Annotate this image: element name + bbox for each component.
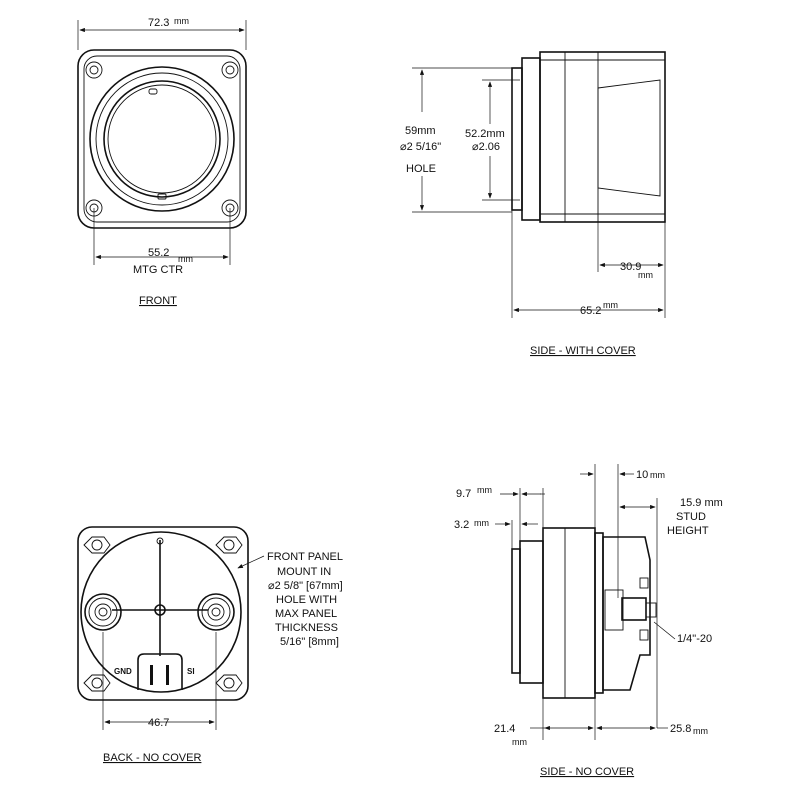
panel-mount-note: FRONT PANEL MOUNT IN ⌀2 5/8" [67mm] HOLE… (267, 551, 343, 648)
svg-text:mm: mm (693, 726, 708, 736)
back-body-circle (80, 531, 242, 693)
back-no-cover-label: BACK - NO COVER (103, 752, 201, 764)
front-bezel (89, 66, 235, 212)
hex-nuts (83, 536, 243, 692)
connector (137, 653, 183, 690)
base-housing (602, 536, 651, 691)
svg-text:HEIGHT: HEIGHT (667, 525, 709, 537)
back-housing (77, 526, 249, 701)
dim-10: 10 (636, 469, 648, 481)
stud-spacing-dim: 46.7 (148, 717, 169, 729)
knob (103, 80, 221, 198)
svg-text:FRONT PANEL: FRONT PANEL (267, 551, 343, 563)
body-dim: 52.2mm (465, 128, 505, 140)
total-depth-dim: 65.2 (580, 305, 601, 317)
si-label: SI (187, 667, 195, 676)
panel-ring (511, 67, 523, 211)
cover-body (539, 51, 666, 223)
svg-text:THICKNESS: THICKNESS (275, 622, 338, 634)
svg-text:mm: mm (512, 737, 527, 747)
terminal-stud-si (197, 593, 235, 631)
dim-21-4: 21.4 (494, 723, 515, 735)
side-no-cover-label: SIDE - NO COVER (540, 766, 634, 778)
gnd-label: GND (114, 667, 132, 676)
hole-label: HOLE (406, 163, 436, 175)
dim-25-8: 25.8 (670, 723, 691, 735)
dim-9-7: 9.7 (456, 488, 471, 500)
side-no-cover-view: 9.7 mm 3.2 mm 10 mm 15.9 mm STUD HEIGHT … (454, 464, 723, 778)
mtg-ctr-dim: 55.2 (148, 247, 169, 259)
terminal-stud (621, 597, 647, 621)
svg-text:STUD: STUD (676, 511, 706, 523)
front-view-label: FRONT (139, 295, 177, 307)
svg-text:mm: mm (477, 485, 492, 495)
thread-label: 1/4"-20 (677, 633, 712, 645)
mounting-holes (85, 61, 239, 217)
svg-text:MOUNT IN: MOUNT IN (277, 566, 331, 578)
front-width-dim: 72.3 (148, 17, 169, 29)
cover-depth-dim: 30.9 (620, 261, 641, 273)
front-housing (77, 49, 247, 229)
svg-text:HOLE WITH: HOLE WITH (276, 594, 337, 606)
switch-body (542, 527, 596, 699)
svg-text:MAX PANEL: MAX PANEL (275, 608, 337, 620)
indicator-icon (148, 88, 158, 95)
svg-text:mm: mm (603, 300, 618, 310)
dim-3-2: 3.2 (454, 519, 469, 531)
svg-text:mm: mm (174, 16, 189, 26)
svg-text:⌀2 5/16": ⌀2 5/16" (400, 141, 441, 153)
back-no-cover-view: GND SI 46.7 FRONT PANEL MOUNT IN ⌀2 5/8"… (77, 526, 343, 764)
svg-text:mm: mm (178, 254, 193, 264)
hole-dim: 59mm (405, 125, 436, 137)
side-with-cover-view: 59mm ⌀2 5/16" HOLE 52.2mm ⌀2.06 30.9 mm … (400, 51, 666, 357)
side-with-cover-label: SIDE - WITH COVER (530, 345, 636, 357)
terminal-stud-gnd (84, 593, 122, 631)
mtg-ctr-label: MTG CTR (133, 264, 183, 276)
svg-text:⌀2.06: ⌀2.06 (472, 141, 500, 153)
stud-height-dim: 15.9 mm (680, 497, 723, 509)
front-view: 72.3 mm 55.2 mm MTG CTR FRONT (77, 16, 247, 307)
svg-text:mm: mm (474, 518, 489, 528)
svg-text:⌀2 5/8" [67mm]: ⌀2 5/8" [67mm] (268, 580, 343, 592)
svg-text:5/16" [8mm]: 5/16" [8mm] (280, 636, 339, 648)
svg-text:mm: mm (650, 470, 665, 480)
svg-text:mm: mm (638, 270, 653, 280)
